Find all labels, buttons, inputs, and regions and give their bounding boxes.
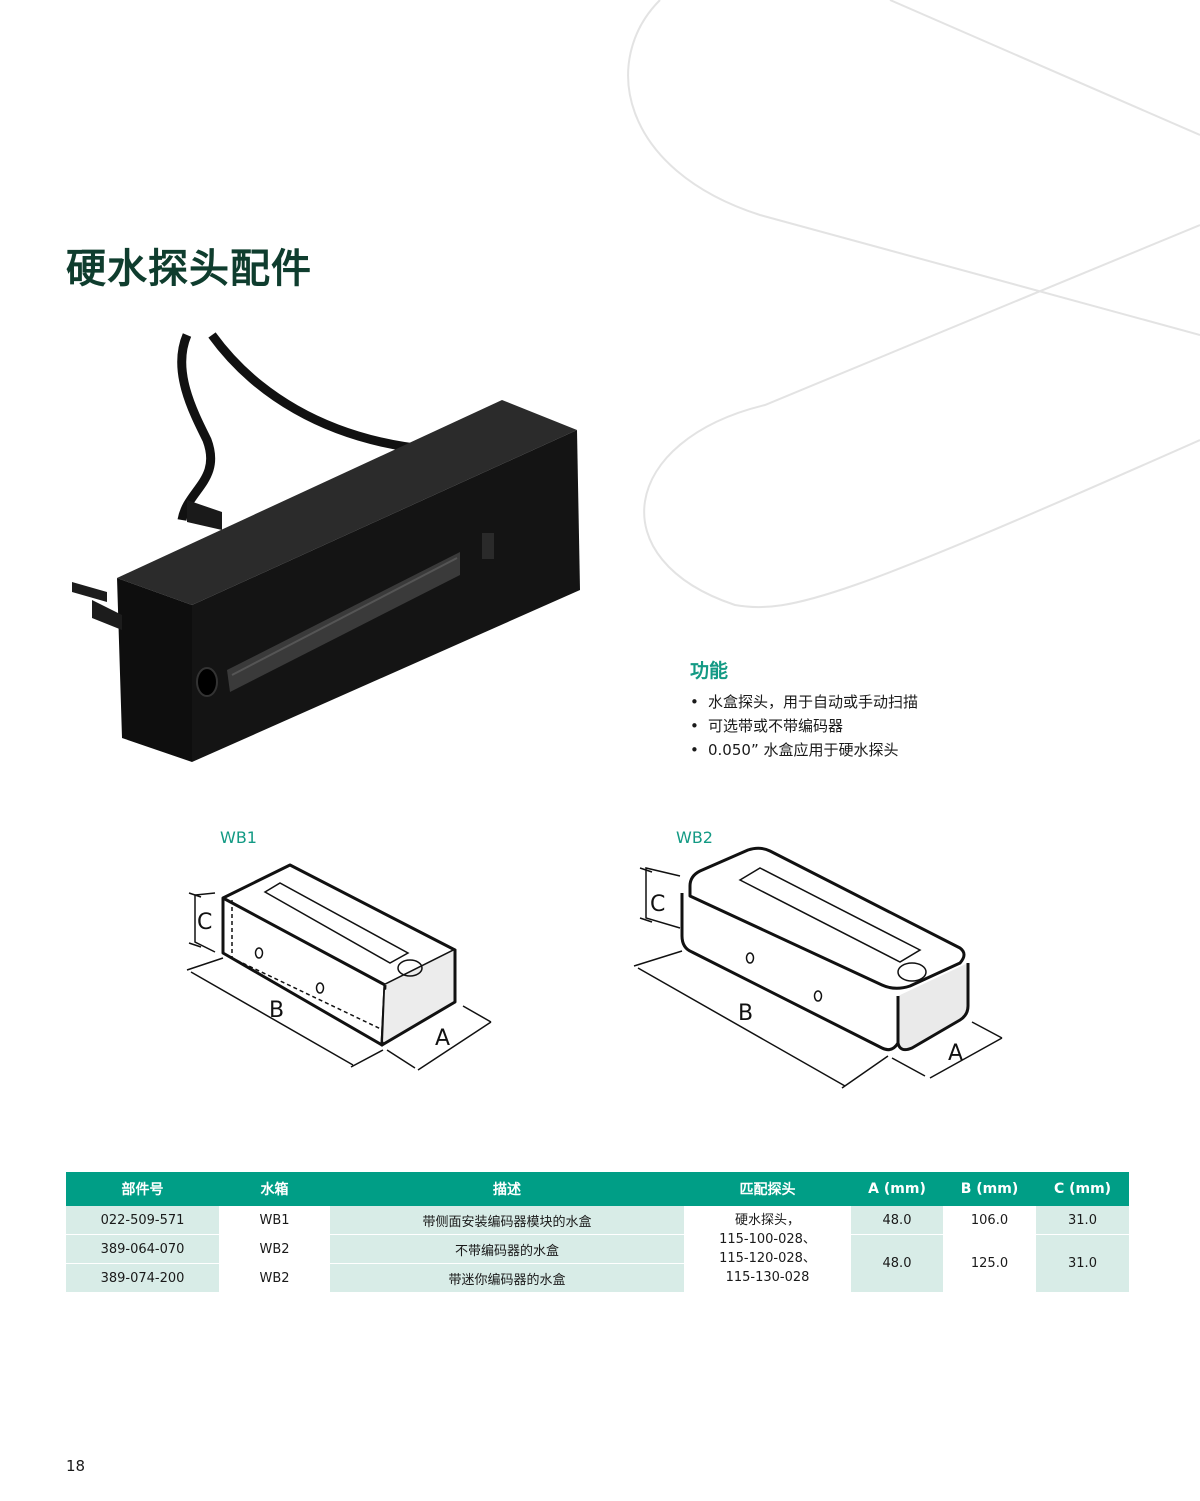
- cell-part: 022-509-571: [66, 1206, 219, 1235]
- header-b: B (mm): [943, 1172, 1036, 1206]
- table-header-row: 部件号 水箱 描述 匹配探头 A (mm) B (mm) C (mm): [66, 1172, 1129, 1206]
- cell-a: 48.0: [851, 1235, 943, 1293]
- feature-item: 水盒探头，用于自动或手动扫描: [690, 690, 918, 714]
- wb1-label: WB1: [220, 828, 257, 847]
- wb2-dim-b: B: [738, 1001, 753, 1026]
- page-number: 18: [66, 1457, 86, 1475]
- cell-b: 125.0: [943, 1235, 1036, 1293]
- header-description: 描述: [330, 1172, 684, 1206]
- cell-c: 31.0: [1036, 1235, 1129, 1293]
- probe-line: 115-130-028: [725, 1270, 810, 1285]
- table-row: 389-064-070 WB2 不带编码器的水盒 48.0 125.0 31.0: [66, 1235, 1129, 1293]
- header-water-box: 水箱: [219, 1172, 330, 1206]
- wb2-dim-a: A: [948, 1041, 963, 1066]
- features-list: 水盒探头，用于自动或手动扫描 可选带或不带编码器 0.050” 水盒应用于硬水探…: [690, 690, 918, 762]
- cell-desc: 不带编码器的水盒: [330, 1235, 684, 1264]
- feature-item: 可选带或不带编码器: [690, 714, 918, 738]
- wb1-dim-a: A: [435, 1026, 450, 1051]
- cell-box: WB2: [219, 1264, 330, 1293]
- header-matching-probe: 匹配探头: [684, 1172, 851, 1206]
- probe-line: 115-120-028、: [719, 1251, 816, 1266]
- cell-probes: 硬水探头， 115-100-028、 115-120-028、 115-130-…: [684, 1206, 851, 1293]
- page-title: 硬水探头配件: [66, 246, 312, 292]
- cell-box: WB2: [219, 1235, 330, 1264]
- wb1-dim-b: B: [269, 998, 284, 1023]
- cell-b: 106.0: [943, 1206, 1036, 1235]
- probe-line: 115-100-028、: [719, 1232, 816, 1247]
- cell-a: 48.0: [851, 1206, 943, 1235]
- wb2-label: WB2: [676, 828, 713, 847]
- wb1-diagram: C B A: [186, 863, 492, 1071]
- cell-part: 389-064-070: [66, 1235, 219, 1264]
- feature-item: 0.050” 水盒应用于硬水探头: [690, 738, 918, 762]
- wb2-dim-c: C: [650, 892, 665, 917]
- header-c: C (mm): [1036, 1172, 1129, 1206]
- table-row: 022-509-571 WB1 带侧面安装编码器模块的水盒 硬水探头， 115-…: [66, 1206, 1129, 1293]
- header-a: A (mm): [851, 1172, 943, 1206]
- cell-part: 389-074-200: [66, 1264, 219, 1293]
- cell-desc: 带侧面安装编码器模块的水盒: [330, 1206, 684, 1235]
- wb2-diagram: C B A: [633, 846, 1003, 1089]
- cell-box: WB1: [219, 1206, 330, 1235]
- probe-photo: [72, 332, 580, 762]
- header-part-number: 部件号: [66, 1172, 219, 1206]
- features-heading: 功能: [690, 660, 729, 682]
- cell-desc: 带迷你编码器的水盒: [330, 1264, 684, 1293]
- wb1-dim-c: C: [197, 910, 212, 935]
- spec-table: 部件号 水箱 描述 匹配探头 A (mm) B (mm) C (mm) 022-…: [66, 1172, 1129, 1293]
- cell-c: 31.0: [1036, 1206, 1129, 1235]
- probe-line: 硬水探头，: [734, 1213, 800, 1228]
- table-row: 389-074-200 WB2 带迷你编码器的水盒: [66, 1264, 1129, 1293]
